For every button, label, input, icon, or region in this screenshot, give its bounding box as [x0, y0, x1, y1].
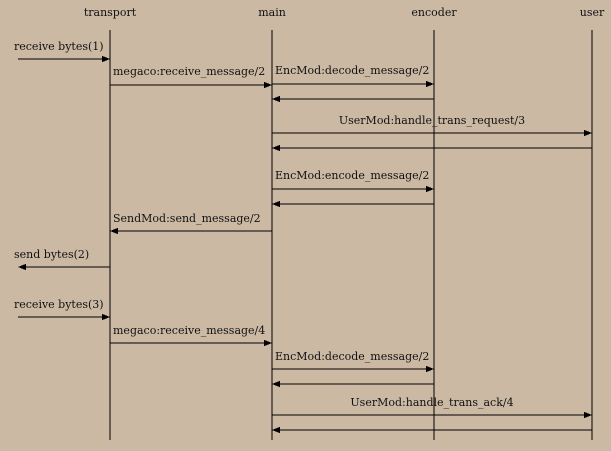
lifeline-label-user: user: [579, 6, 605, 19]
message-arrow-head-m12: [264, 339, 272, 347]
message-label-m12: megaco:receive_message/4: [113, 324, 266, 337]
message-arrow-head-m10: [18, 263, 26, 271]
message-label-m11: receive bytes(3): [14, 298, 104, 311]
message-label-m15: UserMod:handle_trans_ack/4: [350, 396, 514, 409]
message-arrow-head-m6: [272, 144, 280, 152]
message-arrow-head-m5: [584, 129, 592, 137]
message-arrow-head-m11: [102, 313, 110, 321]
message-arrow-head-m3: [426, 80, 434, 88]
message-label-m13: EncMod:decode_message/2: [275, 350, 430, 363]
lifeline-label-transport: transport: [83, 6, 137, 19]
message-arrow-head-m14: [272, 380, 280, 388]
message-arrow-head-m8: [272, 200, 280, 208]
message-arrow-head-m13: [426, 365, 434, 373]
message-label-m2: megaco:receive_message/2: [113, 65, 266, 78]
message-arrow-head-m2: [264, 81, 272, 89]
lifelines-group: [109, 30, 593, 440]
message-arrow-head-m4: [272, 95, 280, 103]
messages-group: [18, 55, 592, 434]
message-label-m3: EncMod:decode_message/2: [275, 64, 430, 77]
message-label-m7: EncMod:encode_message/2: [275, 169, 430, 182]
lifeline-label-main: main: [258, 6, 286, 19]
message-label-m9: SendMod:send_message/2: [113, 212, 261, 225]
message-label-m10: send bytes(2): [14, 248, 90, 261]
message-arrow-head-m7: [426, 185, 434, 193]
message-arrow-head-m1: [102, 55, 110, 63]
message-label-m1: receive bytes(1): [14, 40, 104, 53]
message-arrow-head-m9: [110, 227, 118, 235]
message-arrow-head-m15: [584, 411, 592, 419]
message-arrow-head-m16: [272, 426, 280, 434]
message-label-m5: UserMod:handle_trans_request/3: [338, 114, 526, 127]
lifeline-label-encoder: encoder: [411, 6, 457, 19]
